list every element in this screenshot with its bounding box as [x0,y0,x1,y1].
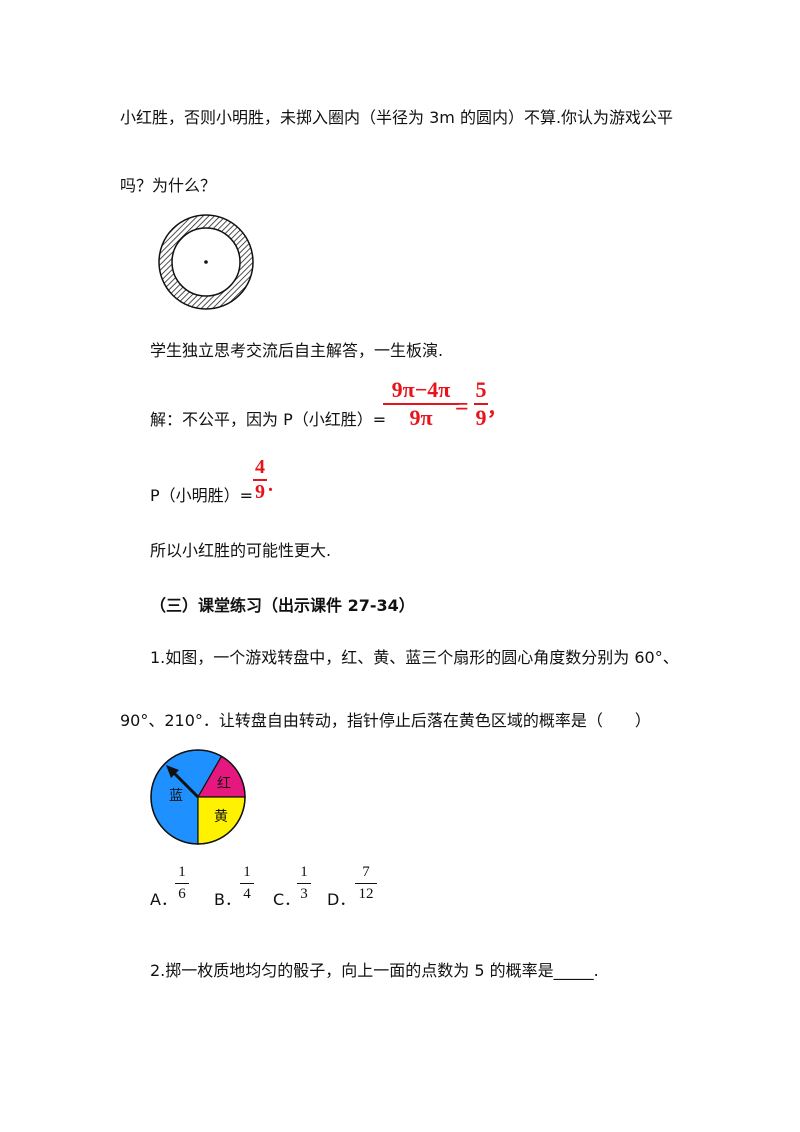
equals-sign: = [455,394,469,420]
option-c-fraction[interactable]: 1 3 [297,864,311,902]
option-a-letter: A． [150,890,177,909]
fraction-numerator: 1 [178,864,186,880]
center-dot [204,260,208,264]
period: . [268,474,273,496]
paragraph-line: 吗？为什么？ [120,176,217,195]
question-line: 1.如图，一个游戏转盘中，红、黄、蓝三个扇形的圆心角度数分别为 60°、 [150,648,679,667]
fraction-numerator: 1 [243,864,251,880]
sector-label-yellow: 黄 [214,808,228,825]
solution-text: 解：不公平，因为 P（小红胜）= [150,410,387,429]
option-b-fraction[interactable]: 1 4 [240,864,254,902]
fraction-denominator: 12 [358,886,374,902]
fraction-numerator: 1 [300,864,308,880]
fraction-red-3: 4 9 [253,456,267,503]
fraction-denominator: 9 [475,405,487,430]
question-2: 2.掷一枚质地均匀的骰子，向上一面的点数为 5 的概率是_____. [150,961,599,980]
question-line: 90°、210°．让转盘自由转动，指针停止后落在黄色区域的概率是（ ） [120,711,651,730]
sector-label-blue: 蓝 [169,788,183,804]
spinner-outline [150,749,246,845]
fraction-denominator: 4 [243,886,251,902]
fraction-bar [474,403,488,405]
option-b-letter: B． [214,890,241,909]
solution-text: P（小明胜）= [150,486,254,505]
fraction-bar [253,479,267,481]
fraction-numerator: 7 [362,864,370,880]
pointer-shaft [169,768,200,799]
fraction-denominator: 9 [255,481,265,503]
option-d-fraction[interactable]: 7 12 [355,864,377,902]
fraction-bar [383,403,459,405]
fraction-denominator: 6 [178,886,186,902]
fraction-bar [240,883,254,884]
fraction-red-2: 5 9 [474,378,488,430]
fraction-denominator: 9π [409,405,433,430]
fraction-bar [355,883,377,884]
section-heading: （三）课堂练习（出示课件 27-34） [150,596,415,615]
fraction-red-1: 9π−4π 9π [383,378,459,430]
conclusion-text: 所以小红胜的可能性更大. [150,541,332,560]
fraction-bar [297,883,311,884]
fraction-denominator: 3 [300,886,308,902]
ring-target-figure [158,214,254,310]
fraction-numerator: 5 [475,377,487,402]
paragraph-line: 小红胜，否则小明胜，未掷入圈内（半径为 3m 的圆内）不算.你认为游戏公平 [120,108,674,127]
comma: ， [487,398,507,420]
fraction-numerator: 4 [255,456,265,478]
sector-label-red: 红 [217,776,231,792]
option-d-letter: D． [327,890,356,909]
pointer-arrowhead [166,765,179,778]
student-note: 学生独立思考交流后自主解答，一生板演. [150,341,444,360]
option-c-letter: C． [273,890,301,909]
option-a-fraction[interactable]: 1 6 [175,864,189,902]
spinner-figure: 红 蓝 黄 [150,749,246,845]
fraction-numerator: 9π−4π [391,377,451,402]
fraction-bar [175,883,189,884]
